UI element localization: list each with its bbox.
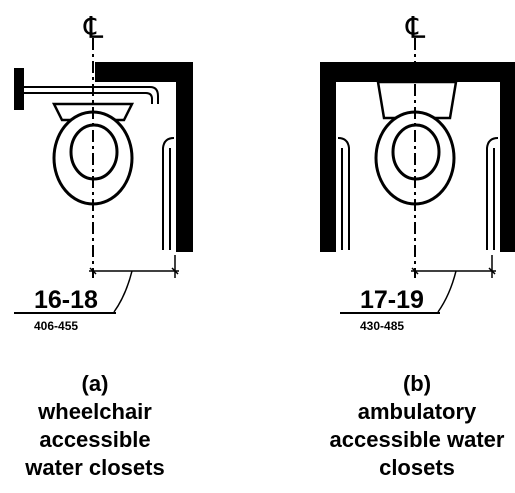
caption-letter: (b) — [402, 371, 432, 396]
dimension-inches: 17-19 — [360, 286, 424, 314]
left-grab-bar — [337, 137, 350, 250]
caption-b: (b) ambulatory accessible water closets — [322, 370, 512, 482]
dimension-millimeters: 406-455 — [34, 319, 78, 333]
diagram-b: ℄ 17-19 430-485 — [320, 11, 515, 333]
caption-line: wheelchair — [38, 399, 152, 424]
caption-line: accessible — [39, 427, 151, 452]
side-wall — [176, 62, 193, 252]
right-side-wall — [500, 62, 515, 252]
left-wall-stub — [14, 68, 24, 110]
rear-grab-bar — [24, 86, 159, 104]
caption-line: water closets — [25, 455, 165, 480]
dimension-line — [89, 255, 179, 313]
dimension-inches: 16-18 — [34, 286, 98, 314]
caption-line: accessible water — [329, 427, 505, 452]
caption-line: ambulatory — [357, 399, 477, 424]
caption-line: closets — [379, 455, 455, 480]
left-side-wall — [320, 62, 336, 252]
back-wall — [320, 62, 515, 82]
centerline-symbol: ℄ — [83, 11, 104, 46]
caption-letter: (a) — [81, 371, 109, 396]
side-grab-bar — [162, 137, 175, 250]
caption-a: (a) wheelchair accessible water closets — [0, 370, 190, 482]
right-grab-bar — [486, 137, 499, 250]
dimension-line — [411, 255, 496, 313]
centerline-symbol: ℄ — [405, 11, 426, 46]
toilet-tank — [376, 80, 458, 120]
diagram-a: ℄ 16-18 406-455 — [14, 11, 193, 333]
back-wall — [95, 62, 193, 82]
dimension-millimeters: 430-485 — [360, 319, 404, 333]
